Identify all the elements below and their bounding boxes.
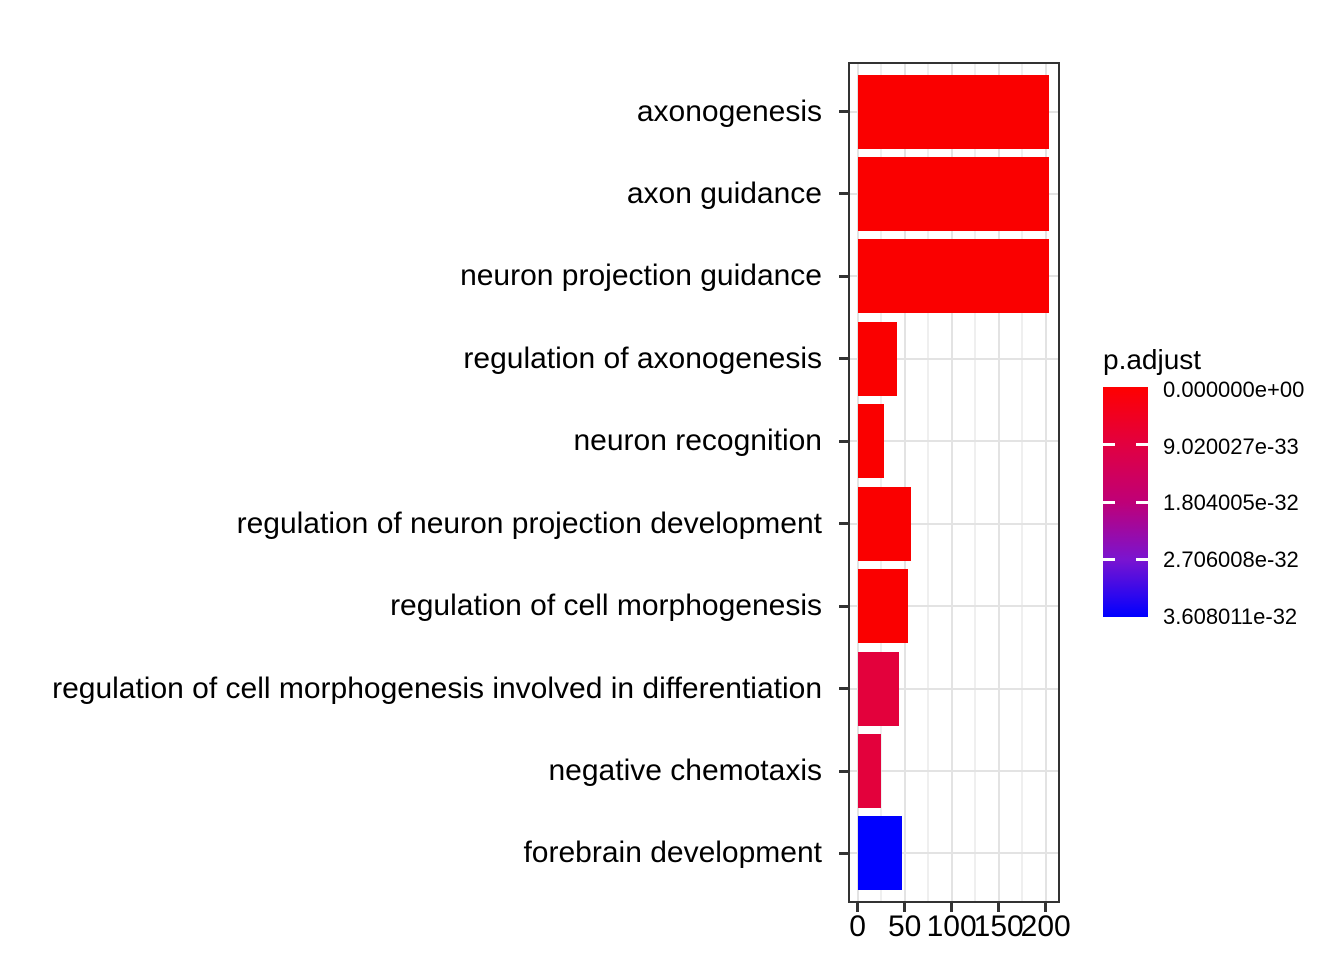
legend-tick-label: 2.706008e-32 xyxy=(1163,547,1299,572)
x-tick-label: 100 xyxy=(926,910,977,943)
y-tick-mark xyxy=(839,357,848,361)
y-axis-label: negative chemotaxis xyxy=(548,754,823,788)
bar-regulation-of-neuron-projection-development xyxy=(857,486,912,561)
legend-tick-notch xyxy=(1136,558,1148,561)
y-tick-mark xyxy=(839,769,848,773)
legend-tick-notch xyxy=(1136,500,1148,504)
bar-axonogenesis xyxy=(857,74,1050,149)
x-tick-mark xyxy=(856,903,860,912)
y-axis-label: regulation of neuron projection developm… xyxy=(236,506,822,540)
legend-tick-label: 9.020027e-33 xyxy=(1163,434,1299,459)
bar-neuron-recognition xyxy=(857,404,884,479)
y-axis-label: neuron projection guidance xyxy=(460,259,822,293)
legend-tick-notch xyxy=(1103,443,1115,446)
x-tick-mark xyxy=(1044,903,1048,912)
x-tick-mark xyxy=(950,903,954,912)
gridline-horizontal-major xyxy=(850,852,1058,855)
legend-tick-label: 0.000000e+00 xyxy=(1163,377,1305,402)
plot-panel xyxy=(848,62,1060,903)
bar-negative-chemotaxis xyxy=(857,734,882,809)
bar-forebrain-development xyxy=(857,816,902,891)
gridline-horizontal-major xyxy=(850,357,1058,360)
y-tick-mark xyxy=(839,192,848,196)
bar-regulation-of-axonogenesis xyxy=(857,321,898,396)
x-tick-label: 50 xyxy=(887,910,922,943)
y-tick-mark xyxy=(839,439,848,443)
y-axis-label: regulation of axonogenesis xyxy=(463,341,822,375)
y-tick-mark xyxy=(839,851,848,855)
gridline-vertical-major xyxy=(903,64,906,901)
bar-neuron-projection-guidance xyxy=(857,239,1049,314)
gridline-vertical-minor xyxy=(880,64,883,901)
gridline-vertical-minor xyxy=(1021,64,1024,901)
bar-regulation-of-cell-morphogenesis xyxy=(857,569,909,644)
bar-regulation-of-cell-morphogenesis-involved-in-differentiation xyxy=(857,651,899,726)
legend-title: p.adjust xyxy=(1103,344,1202,375)
y-axis-label: neuron recognition xyxy=(573,424,822,458)
gridline-horizontal-major xyxy=(850,605,1058,608)
y-tick-mark xyxy=(839,522,848,526)
legend-tick-notch xyxy=(1103,500,1115,504)
legend-colorbar xyxy=(1103,387,1148,617)
legend-tick-label: 1.804005e-32 xyxy=(1163,490,1299,515)
y-tick-mark xyxy=(839,604,848,608)
bar-axon-guidance xyxy=(857,156,1049,231)
gridline-vertical-major xyxy=(997,64,1000,901)
legend-tick-label: 3.608011e-32 xyxy=(1163,604,1298,629)
gridline-horizontal-major xyxy=(850,440,1058,443)
x-tick-label: 0 xyxy=(849,910,866,943)
gridline-vertical-major xyxy=(1044,64,1047,901)
y-axis-label: regulation of cell morphogenesis xyxy=(390,589,822,623)
y-axis-label: axon guidance xyxy=(626,176,822,210)
gridline-vertical-minor xyxy=(974,64,977,901)
y-tick-mark xyxy=(839,110,848,113)
x-tick-label: 150 xyxy=(973,910,1024,943)
legend-tick-notch xyxy=(1103,558,1115,561)
y-axis-label: axonogenesis xyxy=(636,94,822,128)
y-tick-mark xyxy=(839,687,848,691)
legend-tick-notch xyxy=(1136,443,1148,446)
y-axis-label: forebrain development xyxy=(523,836,822,870)
x-tick-mark xyxy=(997,903,1001,912)
y-tick-mark xyxy=(839,274,848,278)
y-axis-label: regulation of cell morphogenesis involve… xyxy=(52,671,822,705)
gridline-vertical-major xyxy=(950,64,953,901)
gridline-horizontal-major xyxy=(850,770,1058,773)
x-tick-mark xyxy=(903,903,907,912)
gridline-vertical-minor xyxy=(927,64,930,901)
gridline-horizontal-major xyxy=(850,522,1058,525)
x-tick-label: 200 xyxy=(1020,910,1071,943)
gridline-horizontal-major xyxy=(850,687,1058,690)
gridline-vertical-major xyxy=(856,64,859,901)
